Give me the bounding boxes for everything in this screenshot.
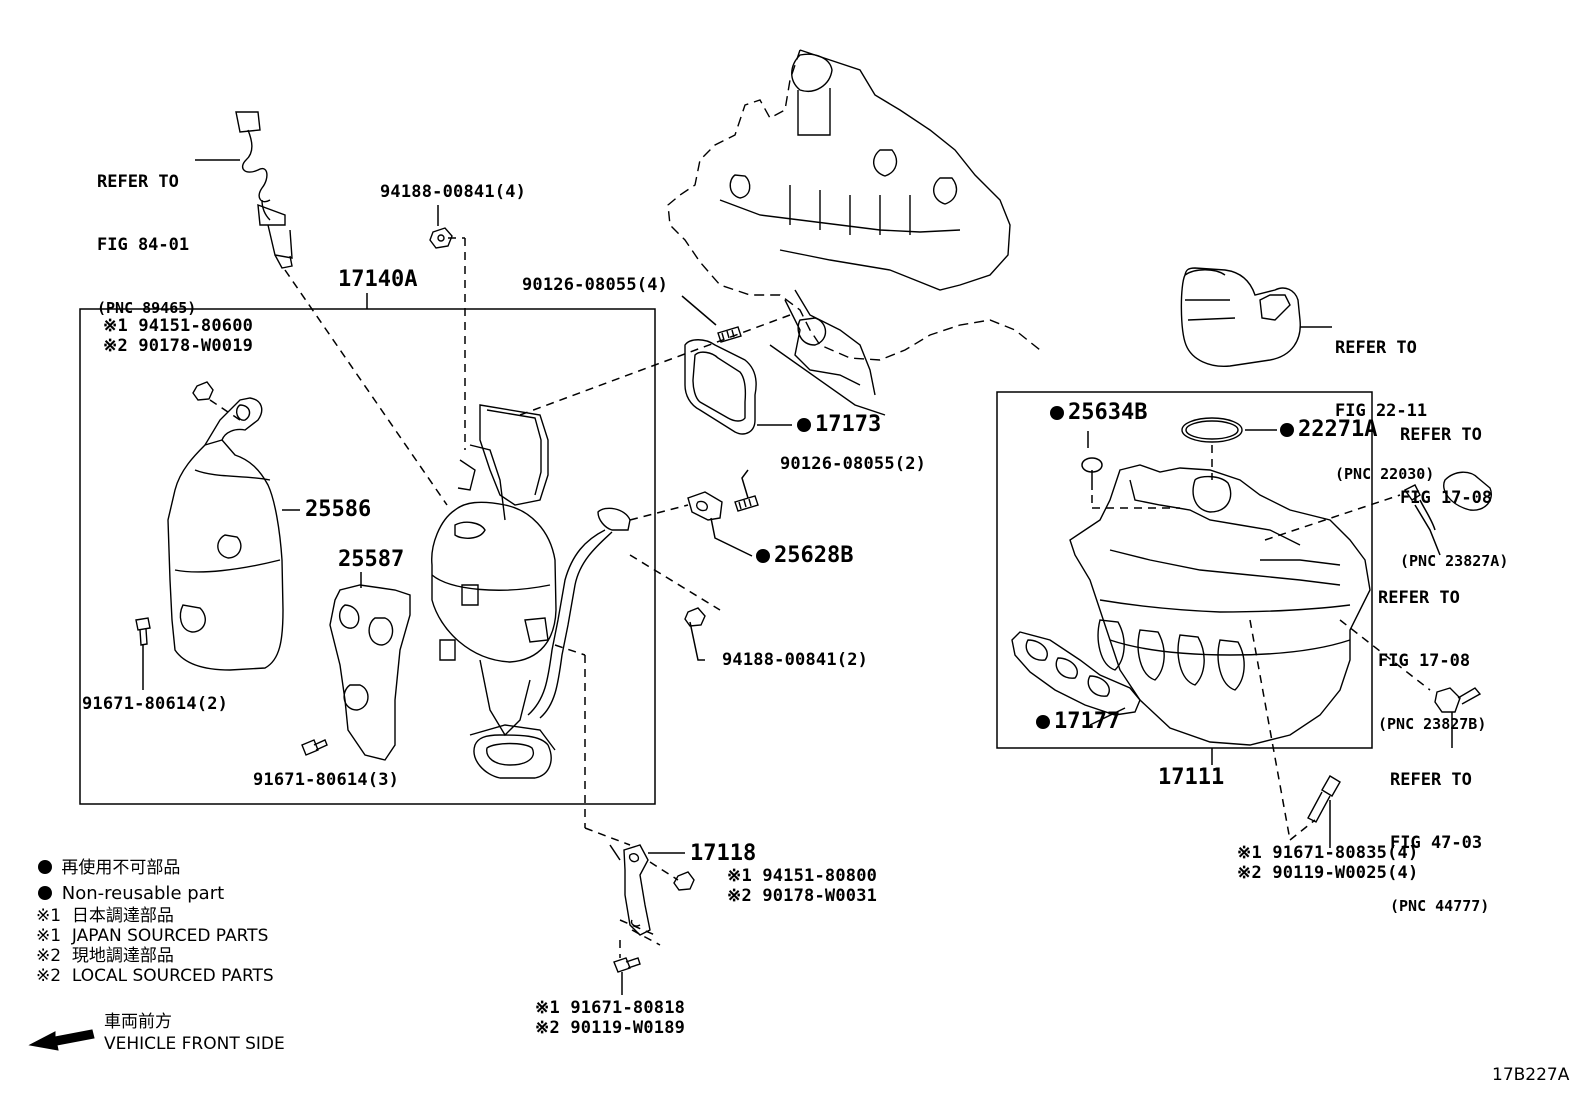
assembly-box-17111 — [996, 391, 1373, 749]
legend-japan-sourced-jp: ※1 日本調達部品 — [36, 906, 174, 926]
label-90126-08055-2: 90126-08055(2) — [780, 454, 927, 474]
ref-throttle: REFER TO FIG 22-11 (PNC 22030) — [1335, 296, 1434, 506]
o-ring-25634b — [1081, 457, 1103, 473]
label-bolt-a-jp: ※1 91671-80818 — [535, 998, 686, 1018]
label-94188-00841-2: 94188-00841(2) — [722, 650, 869, 670]
non-reusable-dot-icon — [1050, 406, 1064, 420]
label-22271a: 22271A — [1280, 418, 1377, 442]
label-22271a-text: 22271A — [1298, 417, 1378, 442]
legend-non-reusable-jp: 再使用不可部品 — [38, 858, 180, 878]
label-17111: 17111 — [1158, 765, 1225, 790]
catalytic-converter-drawing — [431, 404, 557, 779]
legend-non-reusable-en-text: Non-reusable part — [61, 883, 225, 904]
label-25628b-text: 25628B — [774, 543, 854, 568]
connector-23827b — [1403, 484, 1421, 501]
ref-fig1708b: REFER TO FIG 17-08 (PNC 23827B) — [1378, 546, 1486, 756]
label-nut-a-jp: ※1 94151-80600 — [103, 316, 254, 336]
non-reusable-dot-icon — [1280, 423, 1294, 437]
label-nut-b-jp: ※1 94151-80800 — [727, 866, 878, 886]
ref-fig1708b-line2: FIG 17-08 — [1378, 651, 1471, 671]
bolt-91671-80818 — [613, 957, 641, 973]
ref-sensor-line1: REFER TO — [97, 172, 179, 192]
non-reusable-dot-icon — [797, 418, 811, 432]
gasket-17173 — [684, 339, 757, 435]
label-25586: 25586 — [305, 497, 372, 522]
ref-throttle-line2: FIG 22-11 — [1335, 401, 1428, 421]
nut-94151-80600 — [192, 381, 214, 401]
cylinder-head-outline — [667, 49, 1041, 416]
label-17177: 17177 — [1036, 710, 1120, 734]
label-17173-text: 17173 — [815, 412, 882, 437]
ref-fig1708a: REFER TO FIG 17-08 (PNC 23827A) — [1400, 383, 1508, 593]
non-reusable-dot-icon — [1036, 715, 1050, 729]
stud-bolt-90126-2 — [734, 495, 759, 512]
label-bolt-b-jp: ※1 91671-80835(4) — [1237, 843, 1419, 863]
ref-fig4703: REFER TO FIG 47-03 (PNC 44777) — [1390, 728, 1489, 938]
heat-insulator-25586 — [167, 397, 284, 671]
legend-local-sourced-en: ※2 LOCAL SOURCED PARTS — [36, 966, 274, 986]
label-17177-text: 17177 — [1054, 709, 1121, 734]
label-91671-80614-2: 91671-80614(2) — [82, 694, 229, 714]
ref-fig1708a-line3: (PNC 23827A) — [1400, 552, 1509, 570]
ref-fig4703-line3: (PNC 44777) — [1390, 897, 1490, 915]
intake-manifold-drawing — [1069, 464, 1371, 746]
legend-non-reusable-jp-text: 再使用不可部品 — [61, 858, 181, 878]
ref-fig4703-line2: FIG 47-03 — [1390, 833, 1483, 853]
legend-vehicle-front-jp: 車両前方 — [104, 1012, 172, 1032]
ref-fig1708b-line3: (PNC 23827B) — [1378, 715, 1487, 733]
label-94188-00841-4: 94188-00841(4) — [380, 182, 527, 202]
non-reusable-dot-icon — [38, 886, 52, 900]
non-reusable-dot-icon — [38, 860, 52, 874]
bolt-91671-80835 — [1307, 775, 1341, 823]
label-17173: 17173 — [797, 413, 881, 437]
label-91671-80614-3: 91671-80614(3) — [253, 770, 400, 790]
bolt-91671-80614-3 — [301, 739, 328, 756]
bolt-91671-80614-2 — [135, 617, 151, 646]
figure-id: 17B227A — [1492, 1065, 1570, 1085]
label-bolt-a-local: ※2 90119-W0189 — [535, 1018, 686, 1038]
throttle-body-drawing — [1180, 267, 1301, 367]
legend-japan-sourced-en: ※1 JAPAN SOURCED PARTS — [36, 926, 269, 946]
label-nut-b-local: ※2 90178-W0031 — [727, 886, 878, 906]
legend-non-reusable-en: Non-reusable part — [38, 884, 224, 904]
legend-local-sourced-jp: ※2 現地調達部品 — [36, 946, 174, 966]
label-90126-08055-4: 90126-08055(4) — [522, 275, 669, 295]
label-25634b: 25634B — [1050, 401, 1147, 425]
ref-fig4703-line1: REFER TO — [1390, 770, 1472, 790]
ref-fig1708a-line1: REFER TO — [1400, 425, 1482, 445]
ref-sensor-line3: (PNC 89465) — [97, 299, 197, 317]
ref-fig1708b-line1: REFER TO — [1378, 588, 1460, 608]
gasket-17177 — [1011, 631, 1141, 716]
nut-94151-80800 — [673, 871, 695, 891]
label-17140a: 17140A — [338, 267, 418, 292]
oxygen-sensor-drawing — [235, 111, 293, 269]
bypass-pipe-drawing — [524, 507, 631, 719]
legend-vehicle-front-en: VEHICLE FRONT SIDE — [104, 1034, 285, 1054]
label-nut-a-local: ※2 90178-W0019 — [103, 336, 254, 356]
bracket-17118 — [623, 844, 651, 936]
label-25634b-text: 25634B — [1068, 400, 1148, 425]
label-bolt-b-local: ※2 90119-W0025(4) — [1237, 863, 1419, 883]
label-25587: 25587 — [338, 547, 405, 572]
ref-sensor-line2: FIG 84-01 — [97, 235, 190, 255]
ref-fig1708a-line2: FIG 17-08 — [1400, 488, 1493, 508]
ref-throttle-line3: (PNC 22030) — [1335, 465, 1435, 483]
nut-94188-4 — [429, 227, 453, 249]
heat-insulator-25587 — [329, 584, 411, 761]
vehicle-front-arrow — [28, 1029, 95, 1051]
ref-throttle-line1: REFER TO — [1335, 338, 1417, 358]
label-25628b: 25628B — [756, 544, 853, 568]
nut-94188-2 — [684, 607, 706, 627]
non-reusable-dot-icon — [756, 549, 770, 563]
label-17118: 17118 — [690, 841, 757, 866]
sensor-44777-drawing — [1434, 687, 1482, 713]
gasket-22271a — [1181, 417, 1243, 443]
ref-sensor: REFER TO FIG 84-01 (PNC 89465) — [97, 130, 196, 340]
gasket-25628b — [687, 491, 723, 521]
vsv-23827a-drawing — [1443, 471, 1492, 511]
